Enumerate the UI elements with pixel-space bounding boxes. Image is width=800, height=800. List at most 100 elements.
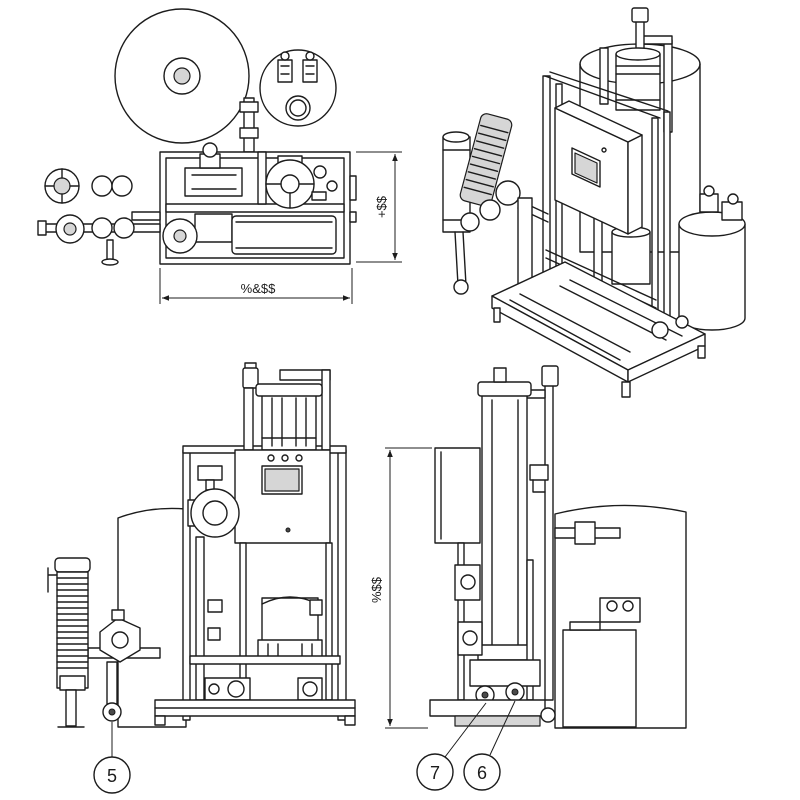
filter-valve-block-lines [191, 174, 237, 190]
side-dosing-tank-cap [569, 621, 601, 631]
isometric-view [442, 7, 746, 398]
control-panel-screen [574, 152, 598, 184]
side-top-valve [541, 365, 559, 387]
height-extension-lines [385, 447, 432, 729]
side-dosing-pump-head-2 [622, 600, 634, 612]
side-control-panel [434, 447, 481, 544]
pressure-gauge [313, 165, 327, 179]
front-disc-filter-cap [54, 557, 91, 573]
front-panel-lock [285, 527, 291, 533]
drain-flange [349, 211, 357, 223]
side-elevation: %$$ 7 6 [369, 365, 687, 791]
header-pipe [165, 203, 345, 213]
dosing-pump-details [280, 65, 315, 75]
support-stand [106, 239, 114, 261]
side-manifold [469, 659, 541, 687]
side-base [429, 699, 546, 717]
feed-pump-spokes [44, 168, 80, 204]
callout-5-circle [93, 756, 131, 794]
height-dimension-label: %$$ [369, 576, 384, 603]
front-hydraulic-valve-port [111, 631, 129, 649]
inlet-flange-bore [173, 229, 187, 243]
control-panel-side [627, 134, 643, 235]
front-screen [264, 468, 300, 492]
front-foot-right [344, 715, 356, 726]
side-dosing-pump [599, 597, 641, 623]
front-cartridge-ribs [261, 397, 317, 447]
front-valve-b [207, 627, 221, 641]
depth-dimension-label: +$$ [374, 195, 389, 218]
disc-filter-assembly [459, 113, 513, 207]
iso-pressure-valve [460, 212, 480, 232]
front-valve-a [207, 599, 223, 613]
iso-dosing-pump-1-head [703, 185, 715, 197]
filter-head-cap [202, 142, 218, 158]
front-indicator-3 [295, 454, 303, 462]
side-column-cap [477, 381, 532, 397]
iso-drain-valve [453, 279, 469, 295]
side-cartridge-column [481, 391, 528, 666]
iso-dosing-pump-2-head [727, 193, 739, 205]
sample-valve [326, 180, 338, 192]
disc-filter-core [63, 222, 77, 236]
tank-top-valve [631, 7, 649, 23]
front-filter-stand [65, 689, 77, 727]
pump-shaft-hub [280, 174, 300, 194]
inlet-branch-pipe [131, 211, 161, 221]
front-elevation: 5 [47, 362, 356, 794]
front-vessel-base-ribs [267, 643, 313, 657]
front-frame-post-right [337, 449, 347, 721]
front-vertical-pipe-mid [239, 542, 247, 701]
front-solenoid-valve [197, 465, 223, 481]
front-riser-pipe [243, 387, 254, 451]
side-base-skid [454, 715, 541, 727]
support-foot [101, 258, 119, 266]
riser-valve-lower [239, 127, 259, 139]
front-membrane-vessel [261, 597, 319, 643]
callout-7-leader [444, 702, 487, 758]
front-disc-filter-handle [47, 567, 58, 593]
pump-volute-lines [265, 183, 315, 209]
callout-5-label: 5 [107, 766, 117, 786]
front-booster-motor [227, 680, 245, 698]
base-leg-left [493, 307, 501, 323]
riser-valve-upper [239, 101, 259, 113]
iso-hydraulic-valve [495, 180, 521, 206]
front-valve-drain-pipe [106, 661, 118, 705]
front-vertical-pipe-right [325, 542, 333, 701]
base-leg-right [697, 345, 706, 359]
feed-pump-hub [53, 177, 71, 195]
front-indicator-2 [281, 454, 289, 462]
control-panel-indicator [601, 147, 607, 153]
width-extension-lines [159, 268, 353, 304]
side-column-base-band [477, 644, 532, 661]
callout-7-label: 7 [430, 763, 440, 783]
callout-6-label: 6 [477, 763, 487, 783]
callout-7-circle [416, 753, 454, 791]
flow-meter-top [113, 217, 135, 239]
check-valve-top [91, 175, 113, 197]
dosing-pump-head-right [305, 51, 315, 61]
outlet-flange [349, 175, 357, 201]
side-dosing-pump-head-1 [606, 600, 618, 612]
tank-valve-riser [635, 19, 645, 51]
side-solenoid-elbow [532, 479, 546, 493]
iso-filter-stand [454, 231, 467, 286]
filter-valve-block [184, 167, 243, 197]
front-flow-meter-dial [302, 681, 318, 697]
dosing-tank-lid-inner [289, 99, 307, 117]
dosing-tank-body [678, 223, 746, 331]
side-solenoid-valve [529, 464, 549, 481]
plan-view: %&$$ +$$ [37, 8, 402, 304]
isolation-valve-top [111, 175, 133, 197]
front-storage-tank [117, 507, 187, 728]
base-piping [509, 279, 683, 361]
side-column-inner-lines [491, 399, 519, 646]
front-cartridge-cap [255, 383, 323, 397]
sediment-filter-cap [442, 131, 470, 143]
membrane-housing-bands [235, 221, 333, 249]
tank-top-pipe [639, 35, 673, 45]
front-drain-valve-center [108, 708, 116, 716]
tank-manway-cap [173, 67, 191, 85]
base-leg-front [621, 381, 631, 398]
